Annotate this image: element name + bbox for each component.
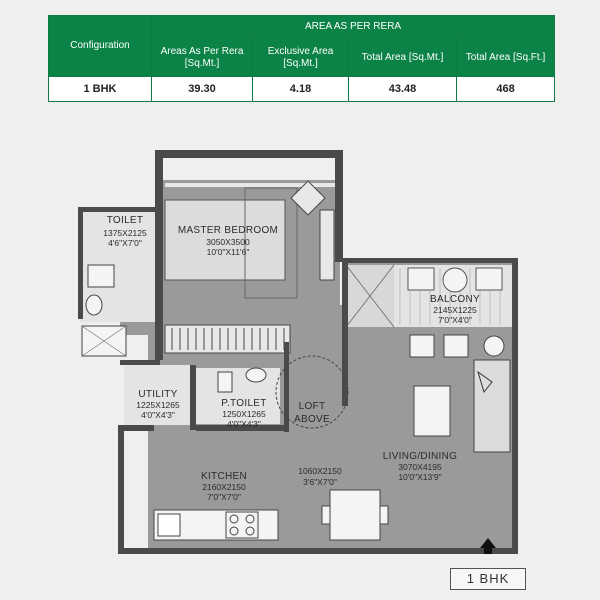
loft-label-line1: LOFT (299, 401, 326, 412)
balcony-chair-1 (407, 267, 435, 291)
col-header-rera-area: Areas As Per Rera [Sq.Mt.] (151, 38, 253, 77)
dining-chair-left (321, 505, 331, 525)
cell-exclusive-area: 4.18 (252, 76, 349, 102)
table-row: 1 BHK 39.30 4.18 43.48 468 (48, 76, 556, 102)
walls (78, 150, 518, 554)
entry-arrow-icon (480, 538, 496, 554)
bedroom-side-unit (319, 209, 335, 281)
bed-outline (244, 187, 298, 299)
balcony-dim-imperial: 7'0"X4'0" (438, 315, 472, 325)
living-chair-1 (409, 334, 435, 358)
balcony-chair-2 (475, 267, 503, 291)
duct-cross-2 (345, 264, 395, 328)
sink-icon (157, 513, 181, 537)
dining-chair-right (379, 505, 389, 525)
stove-icon (225, 511, 259, 539)
master-bedroom-label: MASTER BEDROOM (178, 225, 278, 236)
plan-type-tag: 1 BHK (450, 568, 526, 590)
master-bedroom-dim-imperial: 10'0"X11'6" (207, 247, 250, 257)
ptoilet-dim-metric: 1250X1265 (222, 409, 266, 419)
bedroom-window (165, 183, 337, 187)
wardrobe-hangers (171, 328, 285, 350)
col-header-total-sqmt: Total Area [Sq.Mt.] (348, 38, 457, 77)
kitchen-dim-metric: 2160X2150 (202, 482, 246, 492)
loft-label-line2: ABOVE (294, 414, 330, 425)
lamp-icon (477, 370, 493, 394)
toilet-dim-imperial: 4'6"X7'0" (108, 238, 142, 248)
side-table-icon (483, 335, 505, 357)
shower-diag-2 (81, 325, 127, 357)
utility-label: UTILITY (138, 389, 177, 400)
master-bedroom-dim-metric: 3050X3500 (206, 237, 250, 247)
toilet-dim-metric: 1375X2125 (103, 228, 147, 238)
rera-area-table: Configuration AREA AS PER RERA Areas As … (48, 14, 556, 102)
toilet-label: TOILET (107, 215, 144, 226)
passage-dim-metric: 1060X2150 (298, 466, 342, 476)
ptoilet-label: P.TOILET (221, 398, 266, 409)
bathtub-icon (87, 264, 115, 288)
living-chair-2 (443, 334, 469, 358)
ptoilet-dim-imperial: 4'0"X4'3" (227, 419, 261, 429)
balcony-table (442, 267, 468, 293)
col-header-total-sqft: Total Area [Sq.Ft.] (455, 38, 556, 77)
balcony-label: BALCONY (430, 294, 480, 305)
area-group-header: AREA AS PER RERA (150, 14, 556, 40)
dining-table-icon (329, 489, 381, 541)
ptoilet-basin-icon (245, 367, 267, 383)
kitchen-label: KITCHEN (201, 471, 247, 482)
cell-config: 1 BHK (48, 76, 152, 102)
passage-dim-imperial: 3'6"X7'0" (303, 477, 337, 487)
balcony-dim-metric: 2145X1225 (433, 305, 477, 315)
utility-floor (124, 365, 192, 425)
living-dining-dim-metric: 3070X4195 (398, 462, 442, 472)
utility-dim-imperial: 4'0"X4'3" (141, 410, 175, 420)
coffee-table-icon (413, 385, 451, 437)
cell-total-sqft: 468 (455, 76, 556, 102)
kitchen-dim-imperial: 7'0"X7'0" (207, 492, 241, 502)
wc-icon (85, 294, 103, 316)
cell-total-sqmt: 43.48 (348, 76, 457, 102)
utility-dim-metric: 1225X1265 (136, 400, 180, 410)
cell-rera-area: 39.30 (151, 76, 253, 102)
bed-icon (164, 199, 286, 281)
living-dining-label: LIVING/DINING (383, 451, 457, 462)
living-dining-dim-imperial: 10'0"X13'9" (398, 472, 441, 482)
loft-outline (275, 355, 349, 429)
config-header: Configuration (48, 15, 152, 77)
bedside-table-icon (290, 180, 326, 216)
ptoilet-wc-icon (217, 371, 233, 393)
